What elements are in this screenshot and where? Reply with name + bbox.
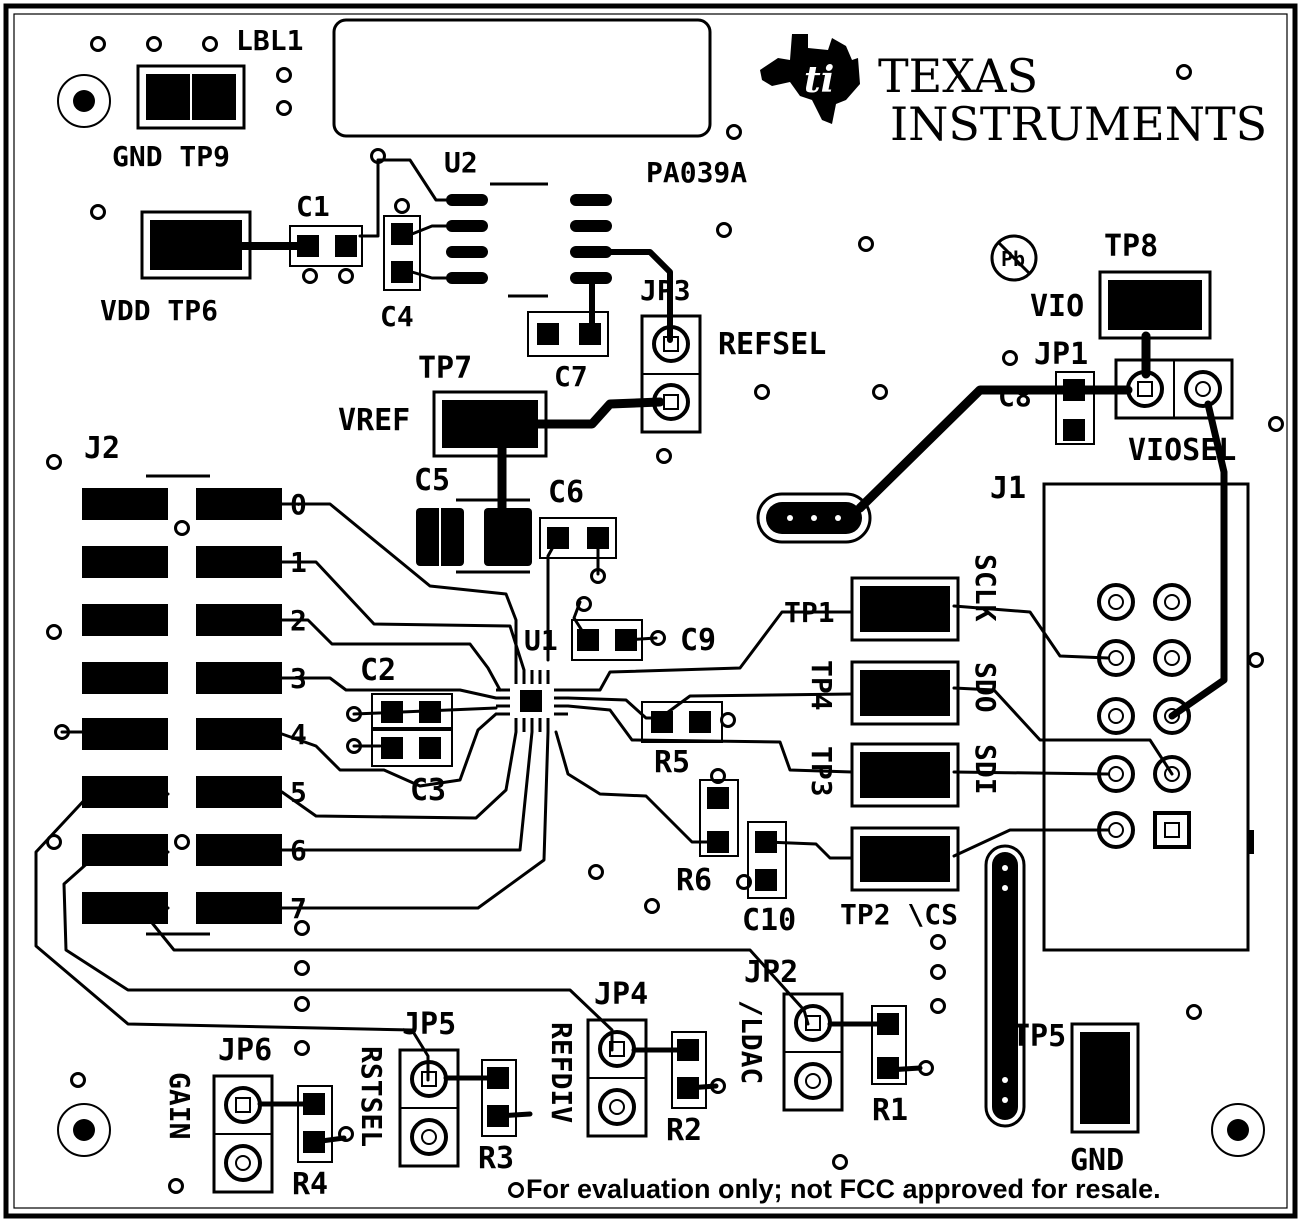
label-c6: C6 [548, 475, 584, 510]
gnd-test-point [1070, 1022, 1140, 1134]
board-outline [3, 3, 1298, 1219]
label-gain: GAIN [163, 1072, 196, 1139]
svg-text:ti: ti [804, 59, 834, 101]
label-gnd-tp9: GND TP9 [112, 140, 230, 173]
tp2-test-point [850, 826, 960, 892]
j2-header [82, 474, 282, 936]
label-r1: R1 [872, 1093, 908, 1128]
label-refsel: REFSEL [718, 327, 826, 362]
j2-pin-4: 4 [290, 718, 307, 751]
label-sdi: SDI [969, 744, 1002, 795]
label-tp7: TP7 [418, 351, 472, 386]
tp8-test-point [1098, 270, 1212, 340]
label-c8: C8 [998, 380, 1032, 413]
u2-chip-pads [446, 194, 612, 284]
label-vref: VREF [338, 403, 410, 438]
label-tp4: TP4 [805, 660, 838, 711]
label-jp6: JP6 [218, 1033, 272, 1068]
spi-traces [554, 604, 1174, 860]
footer-note: For evaluation only; not FCC approved fo… [526, 1174, 1161, 1204]
label-c9: C9 [680, 623, 716, 658]
label-c10: C10 [742, 903, 796, 938]
tp6-test-point [140, 210, 252, 280]
jp3-jumper [640, 314, 702, 434]
mounting-hole [57, 74, 111, 128]
svg-text:Pb: Pb [1001, 247, 1025, 271]
label-refdiv: REFDIV [545, 1022, 578, 1123]
label-c3: C3 [410, 773, 446, 808]
j1-connector [1042, 482, 1254, 952]
label-jp1: JP1 [1034, 337, 1088, 372]
label-ldac: /LDAC [735, 1000, 768, 1084]
label-r5: R5 [654, 745, 690, 780]
label-u2: U2 [444, 146, 478, 179]
tp1-test-point [850, 576, 960, 642]
label-tp8: TP8 [1104, 229, 1158, 264]
label-sclk: SCLK [969, 554, 1002, 622]
label-vdd-tp6: VDD TP6 [100, 294, 218, 327]
part-number: PA039A [646, 156, 747, 189]
label-r6: R6 [676, 863, 712, 898]
label-lbl1: LBL1 [236, 24, 303, 57]
logo-texas: TEXAS [878, 49, 1038, 103]
label-j2: J2 [84, 431, 120, 466]
label-r3: R3 [478, 1141, 514, 1176]
label-j1: J1 [990, 471, 1026, 506]
jp6-jumper [212, 1074, 274, 1194]
label-c7: C7 [554, 360, 588, 393]
tp9-test-point [136, 64, 246, 130]
label-c5: C5 [414, 463, 450, 498]
label-tp1: TP1 [784, 596, 835, 629]
label-u1: U1 [524, 624, 558, 657]
label-sdo: SDO [969, 662, 1002, 713]
jumper-traces [34, 792, 810, 1082]
label-c4: C4 [380, 300, 414, 333]
tp4-test-point [850, 660, 960, 726]
label-jp2: JP2 [744, 955, 798, 990]
ti-logo: ti TEXAS INSTRUMENTS [760, 34, 1267, 151]
j2-pin-labels: 0 1 2 3 4 5 6 7 [290, 488, 307, 925]
label-jp4: JP4 [594, 977, 648, 1012]
label-area-lbl1 [332, 18, 712, 138]
label-c1: C1 [296, 190, 330, 223]
label-c2: C2 [360, 653, 396, 688]
tp5-slot-pad [984, 844, 1026, 1128]
jp1-jumper [1114, 358, 1234, 420]
label-jp3: JP3 [640, 274, 691, 307]
label-tp3: TP3 [805, 746, 838, 797]
oval-slot-pad [756, 492, 872, 544]
label-jp5: JP5 [402, 1007, 456, 1042]
tp7-test-point [432, 390, 548, 458]
mounting-hole [1211, 1103, 1265, 1157]
texas-state-icon [760, 34, 860, 124]
label-tp2-cs: TP2 \CS [840, 898, 958, 931]
label-rstsel: RSTSEL [355, 1046, 388, 1147]
label-r2: R2 [666, 1113, 702, 1148]
u1-chip [496, 670, 568, 732]
board-inner-outline [13, 13, 1288, 1209]
jp2-jumper [782, 992, 844, 1112]
tp3-test-point [850, 742, 960, 808]
j2-traces [60, 502, 550, 910]
mounting-hole [57, 1103, 111, 1157]
label-r4: R4 [292, 1167, 328, 1202]
label-tp5: TP5 [1012, 1019, 1066, 1054]
label-vio: VIO [1030, 289, 1084, 324]
label-gnd: GND [1070, 1143, 1124, 1178]
pb-free-icon: Pb [990, 234, 1038, 282]
logo-instruments: INSTRUMENTS [890, 97, 1267, 151]
jp4-jumper [586, 1018, 648, 1138]
